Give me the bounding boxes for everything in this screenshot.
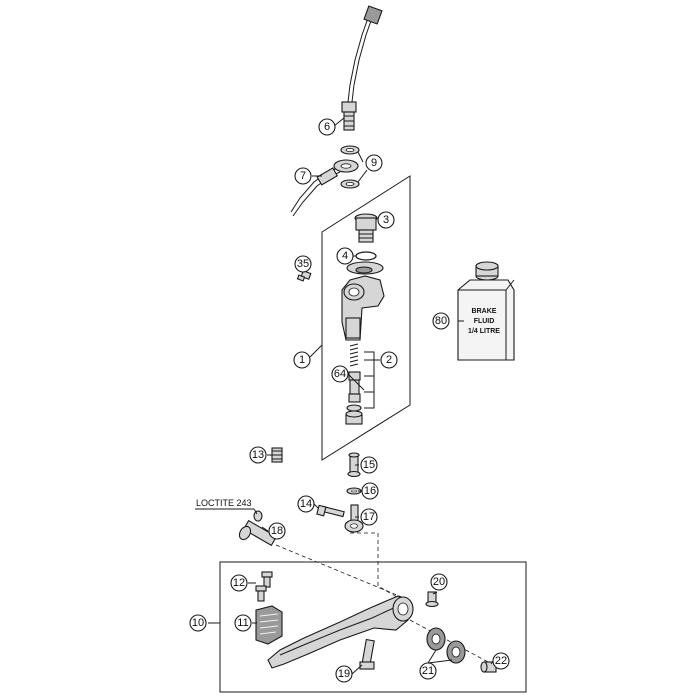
svg-text:17: 17: [363, 511, 375, 523]
callout-20: 20: [430, 573, 448, 591]
bottle-label-line-1: BRAKE: [472, 308, 497, 315]
callout-17: 17: [360, 508, 378, 526]
callout-21: 21: [419, 662, 437, 680]
svg-text:13: 13: [252, 449, 264, 461]
assembly-line-rod: [350, 532, 403, 601]
pivot-bolt-part: [238, 510, 278, 547]
svg-text:16: 16: [364, 485, 376, 497]
o-ring-part: [355, 251, 377, 261]
brake-step-plate-part: [255, 605, 283, 645]
svg-text:15: 15: [363, 459, 375, 471]
callout-10: 10: [189, 614, 207, 632]
brake-fluid-bottle-part: BRAKE FLUID 1/4 LITRE: [457, 261, 515, 361]
svg-text:18: 18: [271, 525, 283, 537]
svg-text:14: 14: [300, 498, 312, 510]
step-screws-part: [255, 571, 273, 602]
master-cylinder-body-part: [341, 261, 385, 341]
bottle-label-line-3: 1/4 LITRE: [468, 328, 500, 335]
svg-text:80: 80: [435, 315, 447, 327]
callout-80: 80: [432, 312, 450, 330]
grease-nipple-part: [425, 591, 439, 608]
callout-4: 4: [336, 247, 354, 265]
clevis-bolt-part: [316, 504, 345, 518]
svg-text:22: 22: [495, 655, 507, 667]
svg-text:2: 2: [386, 354, 392, 366]
svg-text:6: 6: [324, 121, 330, 133]
svg-text:21: 21: [422, 665, 434, 677]
callout-19: 19: [335, 665, 353, 683]
svg-text:12: 12: [233, 577, 245, 589]
loctite-note: LOCTITE 243: [196, 498, 252, 508]
svg-text:64: 64: [334, 368, 346, 380]
clevis-part: [344, 504, 364, 533]
callout-11: 11: [234, 614, 252, 632]
callout-2: 2: [380, 351, 398, 369]
bearings-part: [426, 627, 466, 664]
callout-12: 12: [230, 574, 248, 592]
callout-6: 6: [318, 118, 336, 136]
brake-light-switch-part: [341, 5, 383, 131]
callout-15: 15: [360, 456, 378, 474]
brake-pedal-part: [267, 595, 414, 669]
callout-22: 22: [492, 652, 510, 670]
callout-35: 35: [294, 255, 312, 273]
callout-1: 1: [293, 351, 311, 369]
assembly-line-axle: [409, 619, 489, 663]
svg-text:9: 9: [371, 157, 377, 169]
piston-kit-bracket: [364, 351, 375, 409]
sealing-washer-part: [340, 145, 360, 189]
svg-text:1: 1: [299, 354, 305, 366]
svg-text:11: 11: [237, 617, 248, 629]
brake-pedal-frame: [219, 561, 527, 693]
svg-text:19: 19: [338, 668, 350, 680]
callout-64: 64: [331, 365, 349, 383]
svg-text:3: 3: [383, 214, 389, 226]
adjuster-screw-part: [271, 447, 283, 463]
svg-text:35: 35: [297, 258, 309, 270]
callout-14: 14: [297, 495, 315, 513]
svg-text:20: 20: [433, 576, 445, 588]
push-rod-part: [347, 452, 361, 478]
svg-text:4: 4: [342, 250, 348, 262]
callout-16: 16: [361, 482, 379, 500]
callout-3: 3: [377, 211, 395, 229]
callout-18: 18: [268, 522, 286, 540]
callout-13: 13: [249, 446, 267, 464]
master-cylinder-frame: [321, 175, 411, 461]
bottle-label-line-2: FLUID: [474, 318, 495, 325]
small-screw-part: [296, 270, 312, 282]
reservoir-connector-part: [354, 213, 378, 243]
svg-text:10: 10: [192, 617, 204, 629]
svg-text:7: 7: [300, 170, 306, 182]
piston-kit-part: [345, 343, 363, 425]
callout-7: 7: [294, 167, 312, 185]
leader-lines: [195, 117, 494, 675]
pedal-bolt-part: [359, 638, 375, 670]
brake-hose-part: [290, 159, 359, 217]
callout-9: 9: [365, 154, 383, 172]
assembly-line-pivot: [275, 544, 405, 599]
